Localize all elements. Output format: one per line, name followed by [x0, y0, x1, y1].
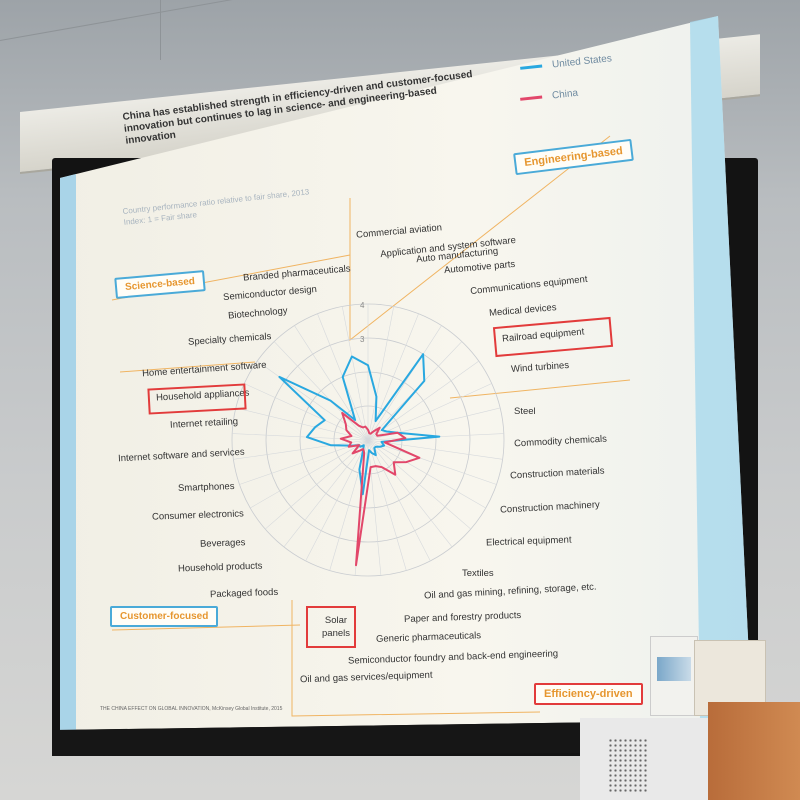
radar-spoke: [239, 439, 369, 485]
radar-spoke: [265, 439, 369, 530]
radar-spoke: [367, 325, 442, 441]
radar-spoke: [367, 439, 431, 562]
divider-home: [119, 361, 256, 373]
radar-spoke: [235, 407, 369, 441]
divider-customer: [111, 624, 301, 631]
milk-carton: [650, 636, 698, 716]
radar-spoke: [273, 341, 369, 441]
axis-label-smartphones: Smartphones: [177, 481, 235, 494]
highlight-household-appliances: [147, 383, 247, 415]
radar-spoke: [233, 439, 369, 460]
radar-spoke: [367, 360, 479, 441]
radar-scale-label: 4: [360, 301, 365, 310]
wooden-podium: [708, 702, 800, 800]
radar-spoke: [367, 439, 453, 548]
radar-spoke: [283, 439, 369, 548]
radar-scale-label: 3: [360, 335, 365, 344]
axis-label-beverages: Beverages: [199, 537, 246, 550]
radar-spoke: [257, 360, 369, 441]
category-customer-focused: Customer-focused: [110, 606, 219, 627]
radar-series-united-states: [278, 353, 441, 496]
radar-series-china: [339, 411, 421, 567]
category-efficiency-driven: Efficiency-driven: [534, 683, 643, 705]
screen-blue-edge-left: [60, 174, 76, 730]
axis-label-steel: Steel: [514, 406, 536, 417]
axis-label-solar-panels: Solar panels: [315, 614, 357, 640]
solar-panels-text: Solar panels: [322, 615, 350, 639]
radar-spoke: [367, 439, 486, 509]
ceiling-tile-seam: [160, 0, 161, 60]
slide-footnote: THE CHINA EFFECT ON GLOBAL INNOVATION, M…: [100, 706, 283, 712]
highlight-solar-panels: [306, 606, 356, 648]
radar-spoke: [367, 383, 492, 441]
axis-label-textiles: Textiles: [462, 568, 494, 579]
radar-spoke: [294, 325, 369, 441]
radar-spoke: [367, 439, 503, 460]
divider-efficiency: [291, 600, 541, 717]
screen-blue-edge-right: [690, 16, 752, 720]
radar-spoke: [232, 433, 369, 441]
screen-surface: [60, 16, 752, 730]
divider-wind: [449, 379, 631, 399]
radar-spoke: [250, 439, 369, 509]
radar-spoke: [305, 439, 369, 562]
divider-engineering: [349, 135, 611, 342]
radar-spoke: [367, 439, 382, 576]
speaker-grill: [608, 738, 648, 792]
carton-graphic: [657, 657, 691, 681]
radar-spoke: [367, 306, 395, 441]
radar-spoke: [367, 439, 471, 530]
radar-spoke: [341, 306, 369, 441]
radar-spoke: [367, 439, 497, 485]
radar-spoke: [367, 439, 407, 571]
